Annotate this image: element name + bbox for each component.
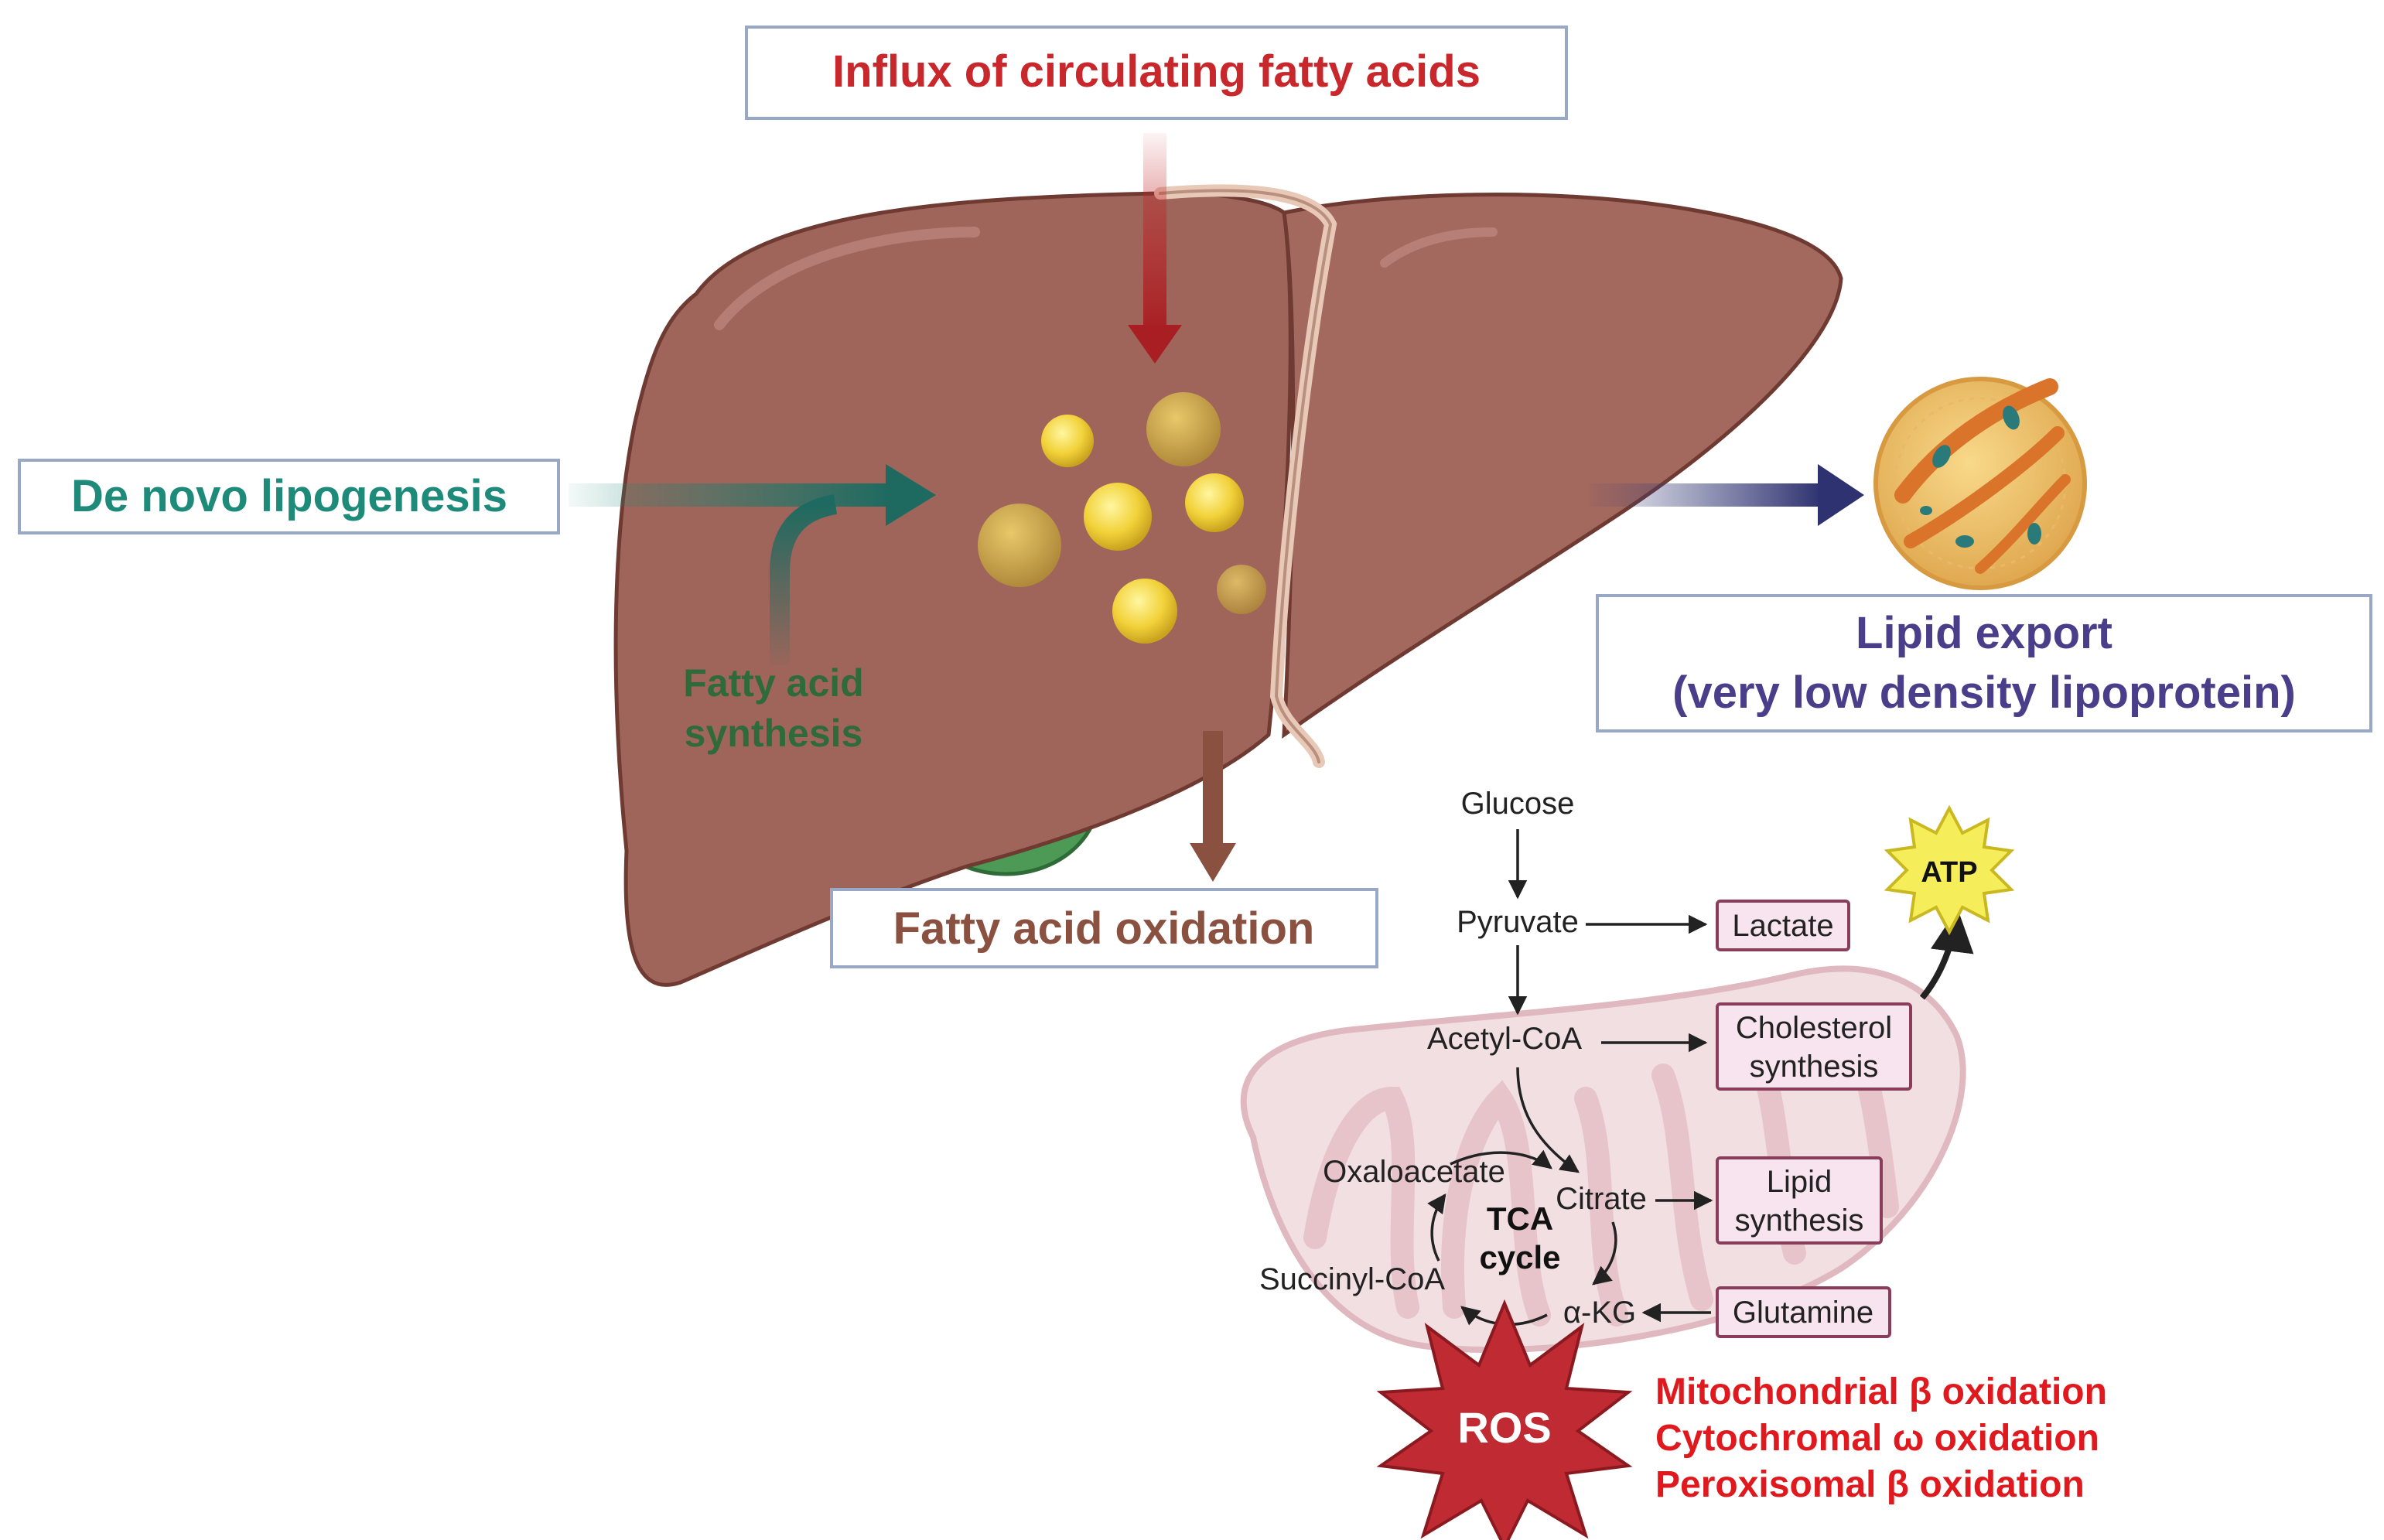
lipid-droplets [978, 392, 1266, 644]
influx-label-group: Influx of circulating fatty acids [745, 26, 1568, 120]
cholesterol-label-line2: synthesis [1750, 1050, 1879, 1084]
lactate-label: Lactate [1732, 909, 1833, 943]
glucose-label: Glucose [1461, 787, 1575, 821]
lipid-export-label-box [1596, 594, 2372, 732]
oxidation-item-peroxisomal: Peroxisomal β oxidation [1655, 1464, 2085, 1505]
ros-burst: ROS [1376, 1299, 1633, 1540]
glutamine-box [1716, 1286, 1891, 1338]
fa-synthesis-arrow [770, 494, 838, 665]
de-novo-arrow-head [886, 464, 936, 526]
citrate-label: Citrate [1556, 1182, 1647, 1216]
cholesterol-label-line1: Cholesterol [1736, 1011, 1892, 1045]
lipid-export-group: Lipid export (very low density lipoprote… [1596, 594, 2372, 732]
glycolysis-pathway: Glucose Pyruvate Acetyl-CoA [1427, 787, 1708, 1173]
lipid-droplet [1217, 565, 1266, 614]
lipid-export-label-line1: Lipid export [1856, 608, 2112, 658]
liver-highlight-right [1380, 227, 1498, 268]
lipid-droplet [1146, 392, 1221, 466]
oxaloacetate-label: Oxaloacetate [1323, 1155, 1505, 1189]
tca-label-line1: TCA [1487, 1200, 1553, 1237]
oxidation-item-cytochromal: Cytochromal ω oxidation [1655, 1418, 2099, 1459]
lipid-synthesis-box [1716, 1156, 1883, 1245]
de-novo-label-box [18, 459, 560, 534]
lipid-synthesis-label-line1: Lipid [1767, 1165, 1832, 1199]
atp-star-icon [1884, 804, 2015, 936]
succinyl-coa-label: Succinyl-CoA [1259, 1262, 1445, 1296]
tca-label-line2: cycle [1479, 1239, 1560, 1275]
cholesterol-box [1716, 1002, 1912, 1091]
de-novo-arrow-shaft [569, 483, 890, 507]
de-novo-label: De novo lipogenesis [71, 471, 507, 521]
lipid-droplet [978, 504, 1061, 587]
fa-synthesis-label-line1: Fatty acid [683, 661, 863, 705]
fa-oxidation-group: Fatty acid oxidation [830, 888, 1378, 968]
acetyl-coa-label: Acetyl-CoA [1427, 1022, 1582, 1056]
lipid-droplet [1185, 473, 1244, 532]
lipid-droplet [1084, 483, 1152, 551]
falciform-ligament-edge [1159, 189, 1333, 763]
pyruvate-label: Pyruvate [1457, 905, 1579, 939]
lipid-droplet [1041, 415, 1094, 467]
product-boxes: Lactate Cholesterol synthesis Lipid synt… [1716, 900, 1912, 1338]
lipid-export-arrow [1590, 464, 1864, 526]
liver-left-lobe [613, 191, 1293, 987]
influx-label: Influx of circulating fatty acids [832, 46, 1481, 97]
tca-cycle: Oxaloacetate Citrate Succinyl-CoA α-KG T… [1259, 908, 1974, 1330]
akg-label: α-KG [1563, 1296, 1636, 1330]
liver-highlight [714, 227, 980, 330]
tca-arrow-succinyl-oxaloacetate [1427, 1193, 1446, 1262]
influx-arrow [1128, 133, 1182, 364]
tca-arrow-oxaloacetate-citrate [1450, 1149, 1552, 1170]
fa-synthesis-label-line2: synthesis [685, 712, 863, 755]
acetyl-to-citrate-arrow [1516, 1067, 1580, 1173]
fa-oxidation-label-box [830, 888, 1378, 968]
lipid-export-label-line2: (very low density lipoprotein) [1672, 668, 2296, 718]
lipid-droplet [1112, 579, 1177, 644]
fa-oxidation-arrow [1190, 731, 1236, 882]
influx-label-box [745, 26, 1568, 120]
ros-label: ROS [1457, 1403, 1551, 1452]
tca-arrow-citrate-akg [1592, 1221, 1617, 1286]
lipid-synthesis-label-line2: synthesis [1735, 1204, 1864, 1238]
atp-burst: ATP [1884, 804, 2015, 936]
fa-oxidation-label: Fatty acid oxidation [893, 903, 1315, 954]
oxidation-list: Mitochondrial β oxidation Cytochromal ω … [1655, 1371, 2107, 1505]
de-novo-group: De novo lipogenesis [18, 459, 936, 534]
glutamine-label: Glutamine [1733, 1296, 1873, 1330]
lactate-box [1716, 900, 1850, 951]
oxidation-item-mitochondrial: Mitochondrial β oxidation [1655, 1371, 2107, 1412]
atp-label: ATP [1921, 856, 1977, 889]
ros-star-icon [1376, 1299, 1633, 1540]
liver-illustration [613, 184, 1843, 987]
vldl-particle [1873, 377, 2087, 590]
